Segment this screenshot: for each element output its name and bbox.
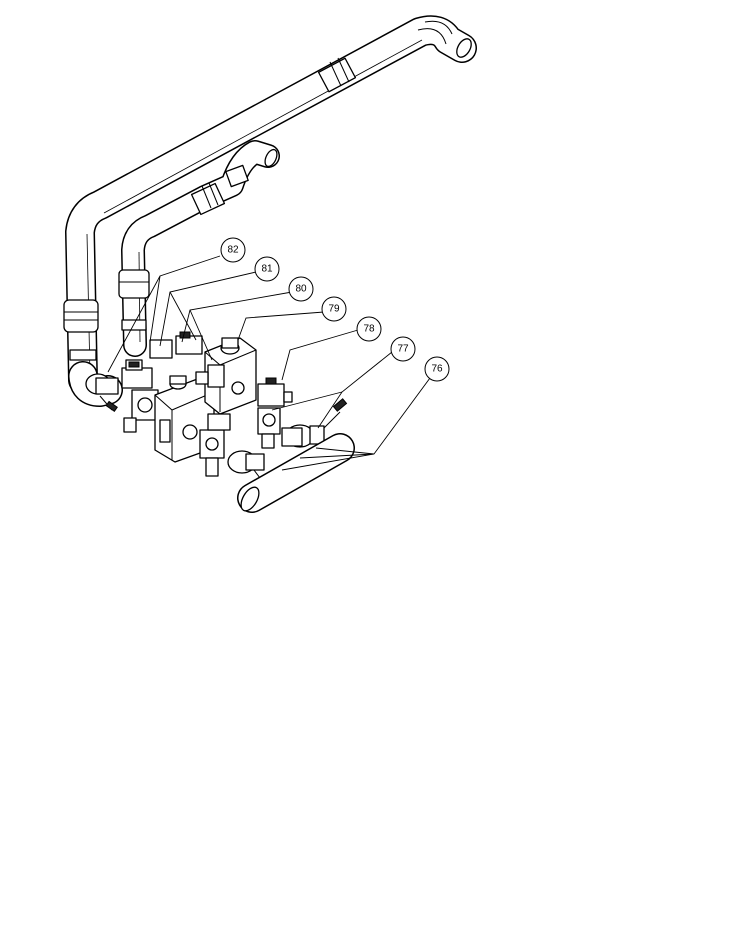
lower-pipe-end-stub bbox=[264, 148, 278, 168]
callout-81-label: 81 bbox=[261, 264, 273, 275]
upper-pipe-elbow-joint bbox=[417, 20, 453, 45]
callout-81: 81 bbox=[254, 256, 280, 282]
small-valve-body-center bbox=[195, 364, 225, 388]
ball-valve-bottom bbox=[227, 450, 267, 487]
upper-pipe-coupling bbox=[317, 57, 357, 93]
flange-block-right bbox=[257, 407, 281, 449]
callout-79-label: 79 bbox=[328, 304, 340, 315]
leader-lines bbox=[107, 255, 431, 471]
valve-body-large-left bbox=[154, 377, 215, 463]
callout-79: 79 bbox=[321, 296, 347, 322]
solenoid-actuator-right bbox=[257, 377, 293, 407]
ball-valve-right bbox=[281, 398, 348, 448]
callout-77-label: 77 bbox=[397, 344, 409, 355]
callout-82: 82 bbox=[220, 237, 246, 263]
solenoid-actuator-left bbox=[121, 359, 153, 389]
upper-pipe-end-stub bbox=[456, 38, 472, 58]
vertical-pipe-union-left bbox=[63, 299, 99, 361]
flange-block-center bbox=[199, 413, 231, 477]
valve-cap-left bbox=[169, 375, 187, 390]
callout-76-label: 76 bbox=[431, 364, 443, 375]
callout-78-label: 78 bbox=[363, 324, 375, 335]
callout-80: 80 bbox=[288, 276, 314, 302]
valve-cap-center bbox=[220, 337, 240, 355]
valve-body-large-center bbox=[204, 337, 257, 415]
callout-80-label: 80 bbox=[295, 284, 307, 295]
vertical-pipe-union-right bbox=[118, 269, 150, 331]
callout-77: 77 bbox=[390, 336, 416, 362]
callout-82-label: 82 bbox=[227, 245, 239, 256]
ball-valve-left bbox=[85, 373, 119, 413]
callout-76: 76 bbox=[424, 356, 450, 382]
flange-block-left bbox=[123, 389, 159, 433]
callout-78: 78 bbox=[356, 316, 382, 342]
lower-pipe-coupling bbox=[190, 164, 249, 216]
